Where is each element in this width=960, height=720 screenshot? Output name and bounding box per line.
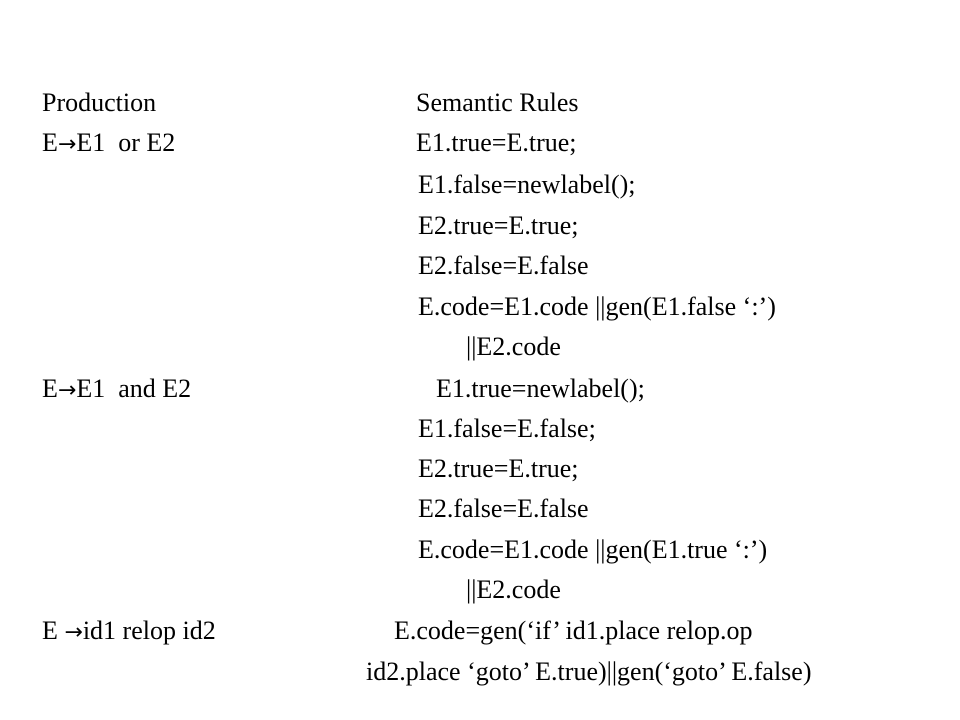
rule-line: id2.place ‘goto’ E.true)||gen(‘goto’ E.f… <box>366 657 812 686</box>
production-or: E→E1 or E2 <box>42 128 175 160</box>
rule-line: E2.false=E.false <box>418 494 589 523</box>
rule-line: E2.false=E.false <box>418 251 589 280</box>
production-lhs: E <box>42 374 58 403</box>
production-lhs: E <box>42 616 65 645</box>
arrow-icon: → <box>57 378 77 403</box>
arrow-icon: → <box>57 132 77 157</box>
rule-line: E2.true=E.true; <box>418 211 579 240</box>
rule-line: ||E2.code <box>466 332 561 361</box>
production-rhs: E1 and E2 <box>76 374 192 403</box>
production-rhs: E1 or E2 <box>76 128 176 157</box>
rule-line: E1.false=E.false; <box>418 414 596 443</box>
rule-line: E.code=gen(‘if’ id1.place relop.op <box>394 616 753 645</box>
rule-line: ||E2.code <box>466 575 561 604</box>
production-and: E→E1 and E2 <box>42 374 191 406</box>
rule-line: E.code=E1.code ||gen(E1.false ‘:’) <box>418 292 776 321</box>
semantic-rules-header: Semantic Rules <box>416 88 579 117</box>
production-relop: E →id1 relop id2 <box>42 616 216 648</box>
production-rhs: id1 relop id2 <box>82 616 216 645</box>
arrow-icon: → <box>64 620 83 645</box>
rule-line: E2.true=E.true; <box>418 454 579 483</box>
production-lhs: E <box>42 128 58 157</box>
rule-line: E1.false=newlabel(); <box>418 170 636 199</box>
rule-line: E1.true=E.true; <box>416 128 577 157</box>
production-header: Production <box>42 88 157 117</box>
rule-line: E1.true=newlabel(); <box>436 374 645 403</box>
rule-line: E.code=E1.code ||gen(E1.true ‘:’) <box>418 535 768 564</box>
